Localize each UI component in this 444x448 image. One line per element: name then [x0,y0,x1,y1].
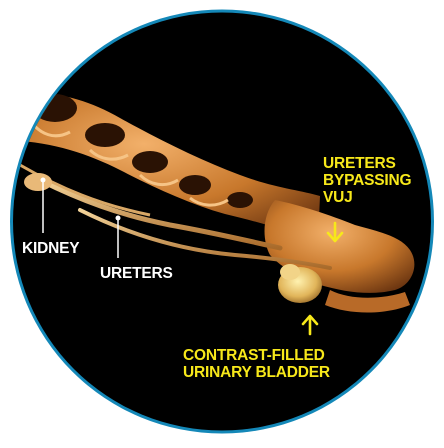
ureters-tubes [19,163,332,270]
bladder-line-1: CONTRAST-FILLED [183,347,325,364]
kidney-label-text: KIDNEY [22,240,80,257]
vuj-arrow-icon [326,221,344,243]
bladder-shape [278,264,322,303]
bypass-line-1: URETERS [323,155,396,172]
bladder-line-2: URINARY BLADDER [183,364,330,381]
contrast-filled-bladder-label: CONTRAST-FILLED URINARY BLADDER [183,347,330,381]
spine [13,92,320,240]
bladder-arrow-icon [301,314,319,336]
bypass-line-3: VUJ [323,189,353,206]
ureters-bypassing-vuj-label: URETERS BYPASSING VUJ [323,155,412,206]
ureters-pointer-dot [115,215,121,221]
kidney-shape [24,173,52,191]
kidney-pointer-dot [40,177,46,183]
bypass-line-2: BYPASSING [323,172,412,189]
ureters-label: URETERS [100,265,173,282]
ureters-label-text: URETERS [100,265,173,282]
kidney-label: KIDNEY [22,240,80,257]
